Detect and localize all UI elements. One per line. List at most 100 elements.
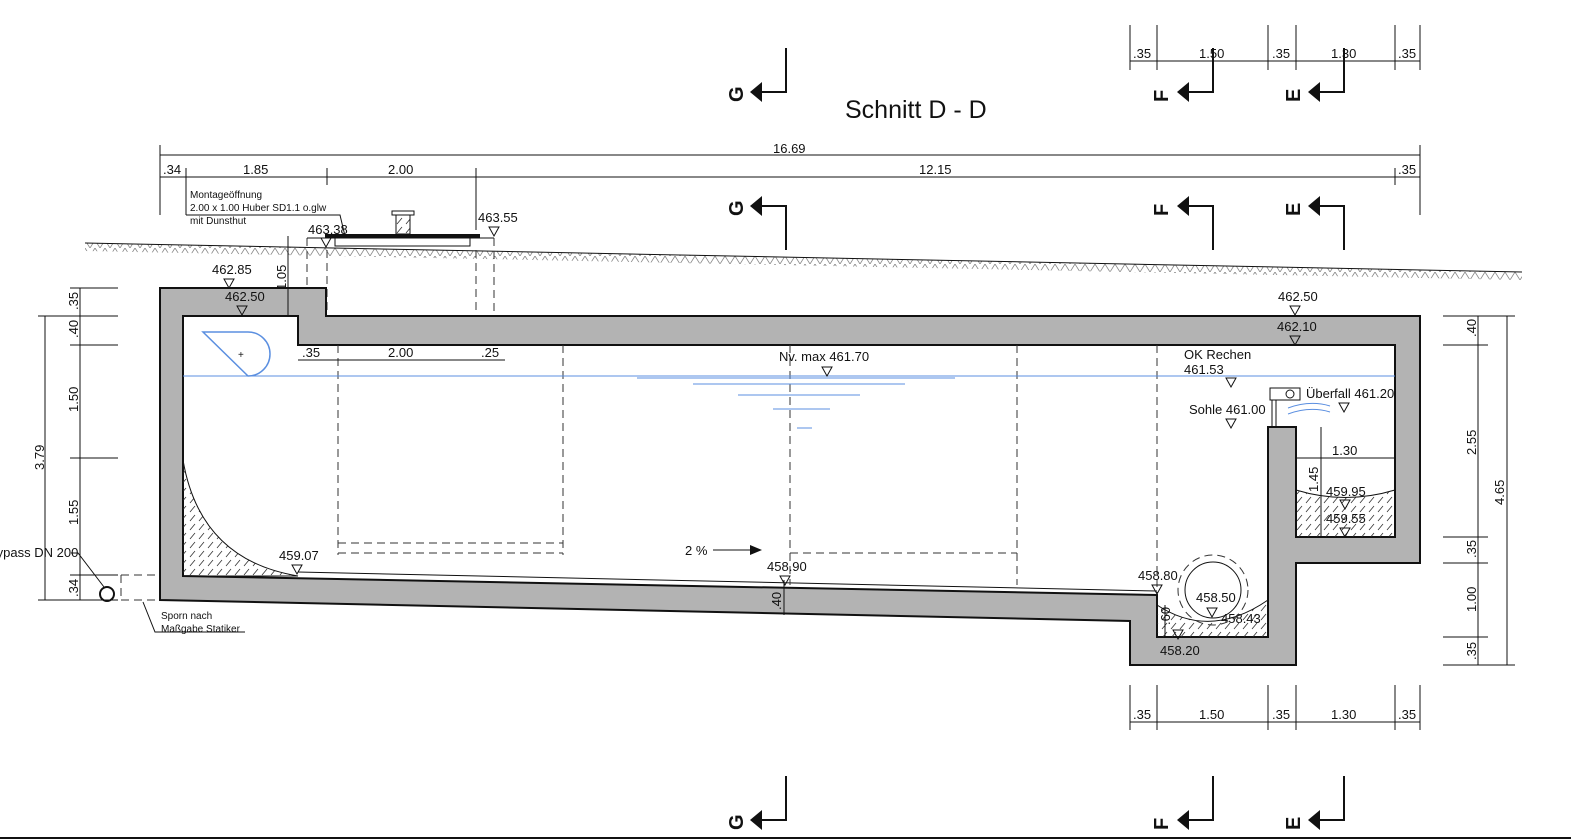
svg-text:Bypass DN 200: Bypass DN 200: [0, 545, 78, 560]
svg-text:462.10: 462.10: [1277, 319, 1317, 334]
svg-text:.35: .35: [1464, 540, 1479, 558]
svg-text:462.50: 462.50: [1278, 289, 1318, 304]
svg-text:.35: .35: [66, 292, 81, 310]
svg-text:G: G: [726, 86, 748, 102]
svg-text:.35: .35: [1133, 707, 1151, 722]
slope-indicator: 2 %: [685, 543, 762, 558]
svg-text:F: F: [1151, 90, 1173, 102]
svg-text:458.80: 458.80: [1138, 568, 1178, 583]
dimension-top: 16.69 .34 1.85 2.00 12.15 .35: [159, 141, 1421, 230]
svg-text:OK Rechen: OK Rechen: [1184, 347, 1251, 362]
svg-text:.34: .34: [66, 579, 81, 597]
svg-text:463.55: 463.55: [478, 210, 518, 225]
svg-text:458.43: 458.43: [1221, 611, 1261, 626]
svg-text:.40: .40: [769, 592, 784, 610]
svg-text:G: G: [726, 814, 748, 830]
svg-text:E: E: [1283, 203, 1305, 216]
svg-text:.40: .40: [1464, 319, 1479, 337]
svg-text:.34: .34: [163, 162, 181, 177]
section-marker-e-top: E: [1283, 48, 1345, 102]
svg-text:G: G: [726, 200, 748, 216]
svg-text:1.00: 1.00: [1464, 587, 1479, 612]
svg-text:463.38: 463.38: [308, 222, 348, 237]
svg-text:4.65: 4.65: [1492, 480, 1507, 505]
inner-dimensions: .35 2.00 .25 1.05 1.30 1.45 .40 .60: [274, 236, 1395, 637]
svg-text:1.50: 1.50: [1199, 707, 1224, 722]
svg-text:.35: .35: [1133, 46, 1151, 61]
dimension-bottom-right: .35 1.50 .35 1.30 .35: [1129, 685, 1421, 730]
svg-text:F: F: [1151, 818, 1173, 830]
svg-text:1.05: 1.05: [274, 265, 289, 290]
dimension-top-right: .35 1.50 .35 1.30 .35: [1129, 25, 1421, 70]
float-valve-icon: [201, 331, 271, 377]
svg-text:1.30: 1.30: [1331, 46, 1356, 61]
section-marker-f-top: F: [1151, 48, 1214, 102]
svg-text:2.55: 2.55: [1464, 430, 1479, 455]
section-marker-e-bottom: E: [1283, 776, 1345, 830]
svg-text:Nv. max 461.70: Nv. max 461.70: [779, 349, 869, 364]
svg-text:1.45: 1.45: [1306, 467, 1321, 492]
section-marker-e-mid: E: [1283, 196, 1345, 250]
svg-text:462.50: 462.50: [225, 289, 265, 304]
svg-text:Überfall 461.20: Überfall 461.20: [1306, 386, 1394, 401]
water-level: +: [183, 331, 1395, 429]
svg-text:12.15: 12.15: [919, 162, 952, 177]
svg-text:.60: .60: [1158, 607, 1173, 625]
svg-text:1.30: 1.30: [1332, 443, 1357, 458]
svg-text:E: E: [1283, 817, 1305, 830]
svg-text:+: +: [238, 350, 244, 361]
svg-text:Maßgabe Statiker: Maßgabe Statiker: [161, 624, 241, 635]
svg-text:.35: .35: [1398, 707, 1416, 722]
svg-text:.35: .35: [302, 345, 320, 360]
svg-text:.35: .35: [1272, 46, 1290, 61]
fillet-benching: [182, 459, 299, 577]
section-marker-g-top: G: [726, 48, 787, 102]
elevation-labels: 463.55 463.38 462.85 462.50 462.50 462.1…: [212, 210, 1394, 658]
svg-text:462.85: 462.85: [212, 262, 252, 277]
svg-text:1.55: 1.55: [66, 500, 81, 525]
svg-text:.25: .25: [481, 345, 499, 360]
section-marker-f-mid: F: [1151, 196, 1214, 250]
sump-benching: [1156, 599, 1269, 638]
drawing-title: Schnitt D - D: [845, 96, 987, 124]
svg-text:.35: .35: [1464, 642, 1479, 660]
svg-text:16.69: 16.69: [773, 141, 806, 156]
svg-text:.35: .35: [1398, 162, 1416, 177]
svg-text:3.79: 3.79: [32, 445, 47, 470]
dimension-right: .40 2.55 .35 1.00 .35 4.65: [1443, 315, 1515, 666]
svg-text:Sohle 461.00: Sohle 461.00: [1189, 402, 1266, 417]
sporn-note: Sporn nach Maßgabe Statiker: [142, 601, 245, 635]
svg-text:459.07: 459.07: [279, 548, 319, 563]
svg-text:E: E: [1283, 89, 1305, 102]
section-marker-g-bottom: G: [726, 776, 787, 830]
svg-text:461.53: 461.53: [1184, 362, 1224, 377]
svg-text:459.55: 459.55: [1326, 511, 1366, 526]
svg-text:.35: .35: [1398, 46, 1416, 61]
svg-text:.35: .35: [1272, 707, 1290, 722]
svg-text:1.30: 1.30: [1331, 707, 1356, 722]
ground-surface: [84, 242, 1523, 280]
section-markers: G F E G F E G F: [726, 48, 1345, 830]
section-marker-f-bottom: F: [1151, 776, 1214, 830]
hidden-lines: [120, 345, 1158, 601]
bypass-pipe: Bypass DN 200: [0, 545, 115, 602]
svg-text:1.50: 1.50: [1199, 46, 1224, 61]
svg-text:2.00: 2.00: [388, 345, 413, 360]
svg-text:F: F: [1151, 204, 1173, 216]
section-marker-g-mid: G: [726, 196, 787, 250]
dimension-left: .35 .40 1.50 1.55 .34 3.79: [32, 287, 118, 601]
svg-text:Sporn nach: Sporn nach: [161, 611, 212, 622]
svg-text:458.20: 458.20: [1160, 643, 1200, 658]
svg-text:2.00: 2.00: [388, 162, 413, 177]
svg-text:2 %: 2 %: [685, 543, 708, 558]
svg-text:2.00 x 1.00 Huber SD1.1 o.glw: 2.00 x 1.00 Huber SD1.1 o.glw: [190, 203, 327, 214]
svg-text:Montageöffnung: Montageöffnung: [190, 190, 262, 201]
svg-text:459.95: 459.95: [1326, 484, 1366, 499]
svg-text:.40: .40: [66, 320, 81, 338]
svg-text:1.85: 1.85: [243, 162, 268, 177]
svg-text:1.50: 1.50: [66, 387, 81, 412]
svg-text:458.90: 458.90: [767, 559, 807, 574]
screen-weir: [1269, 387, 1331, 427]
svg-text:mit Dunsthut: mit Dunsthut: [190, 216, 246, 227]
